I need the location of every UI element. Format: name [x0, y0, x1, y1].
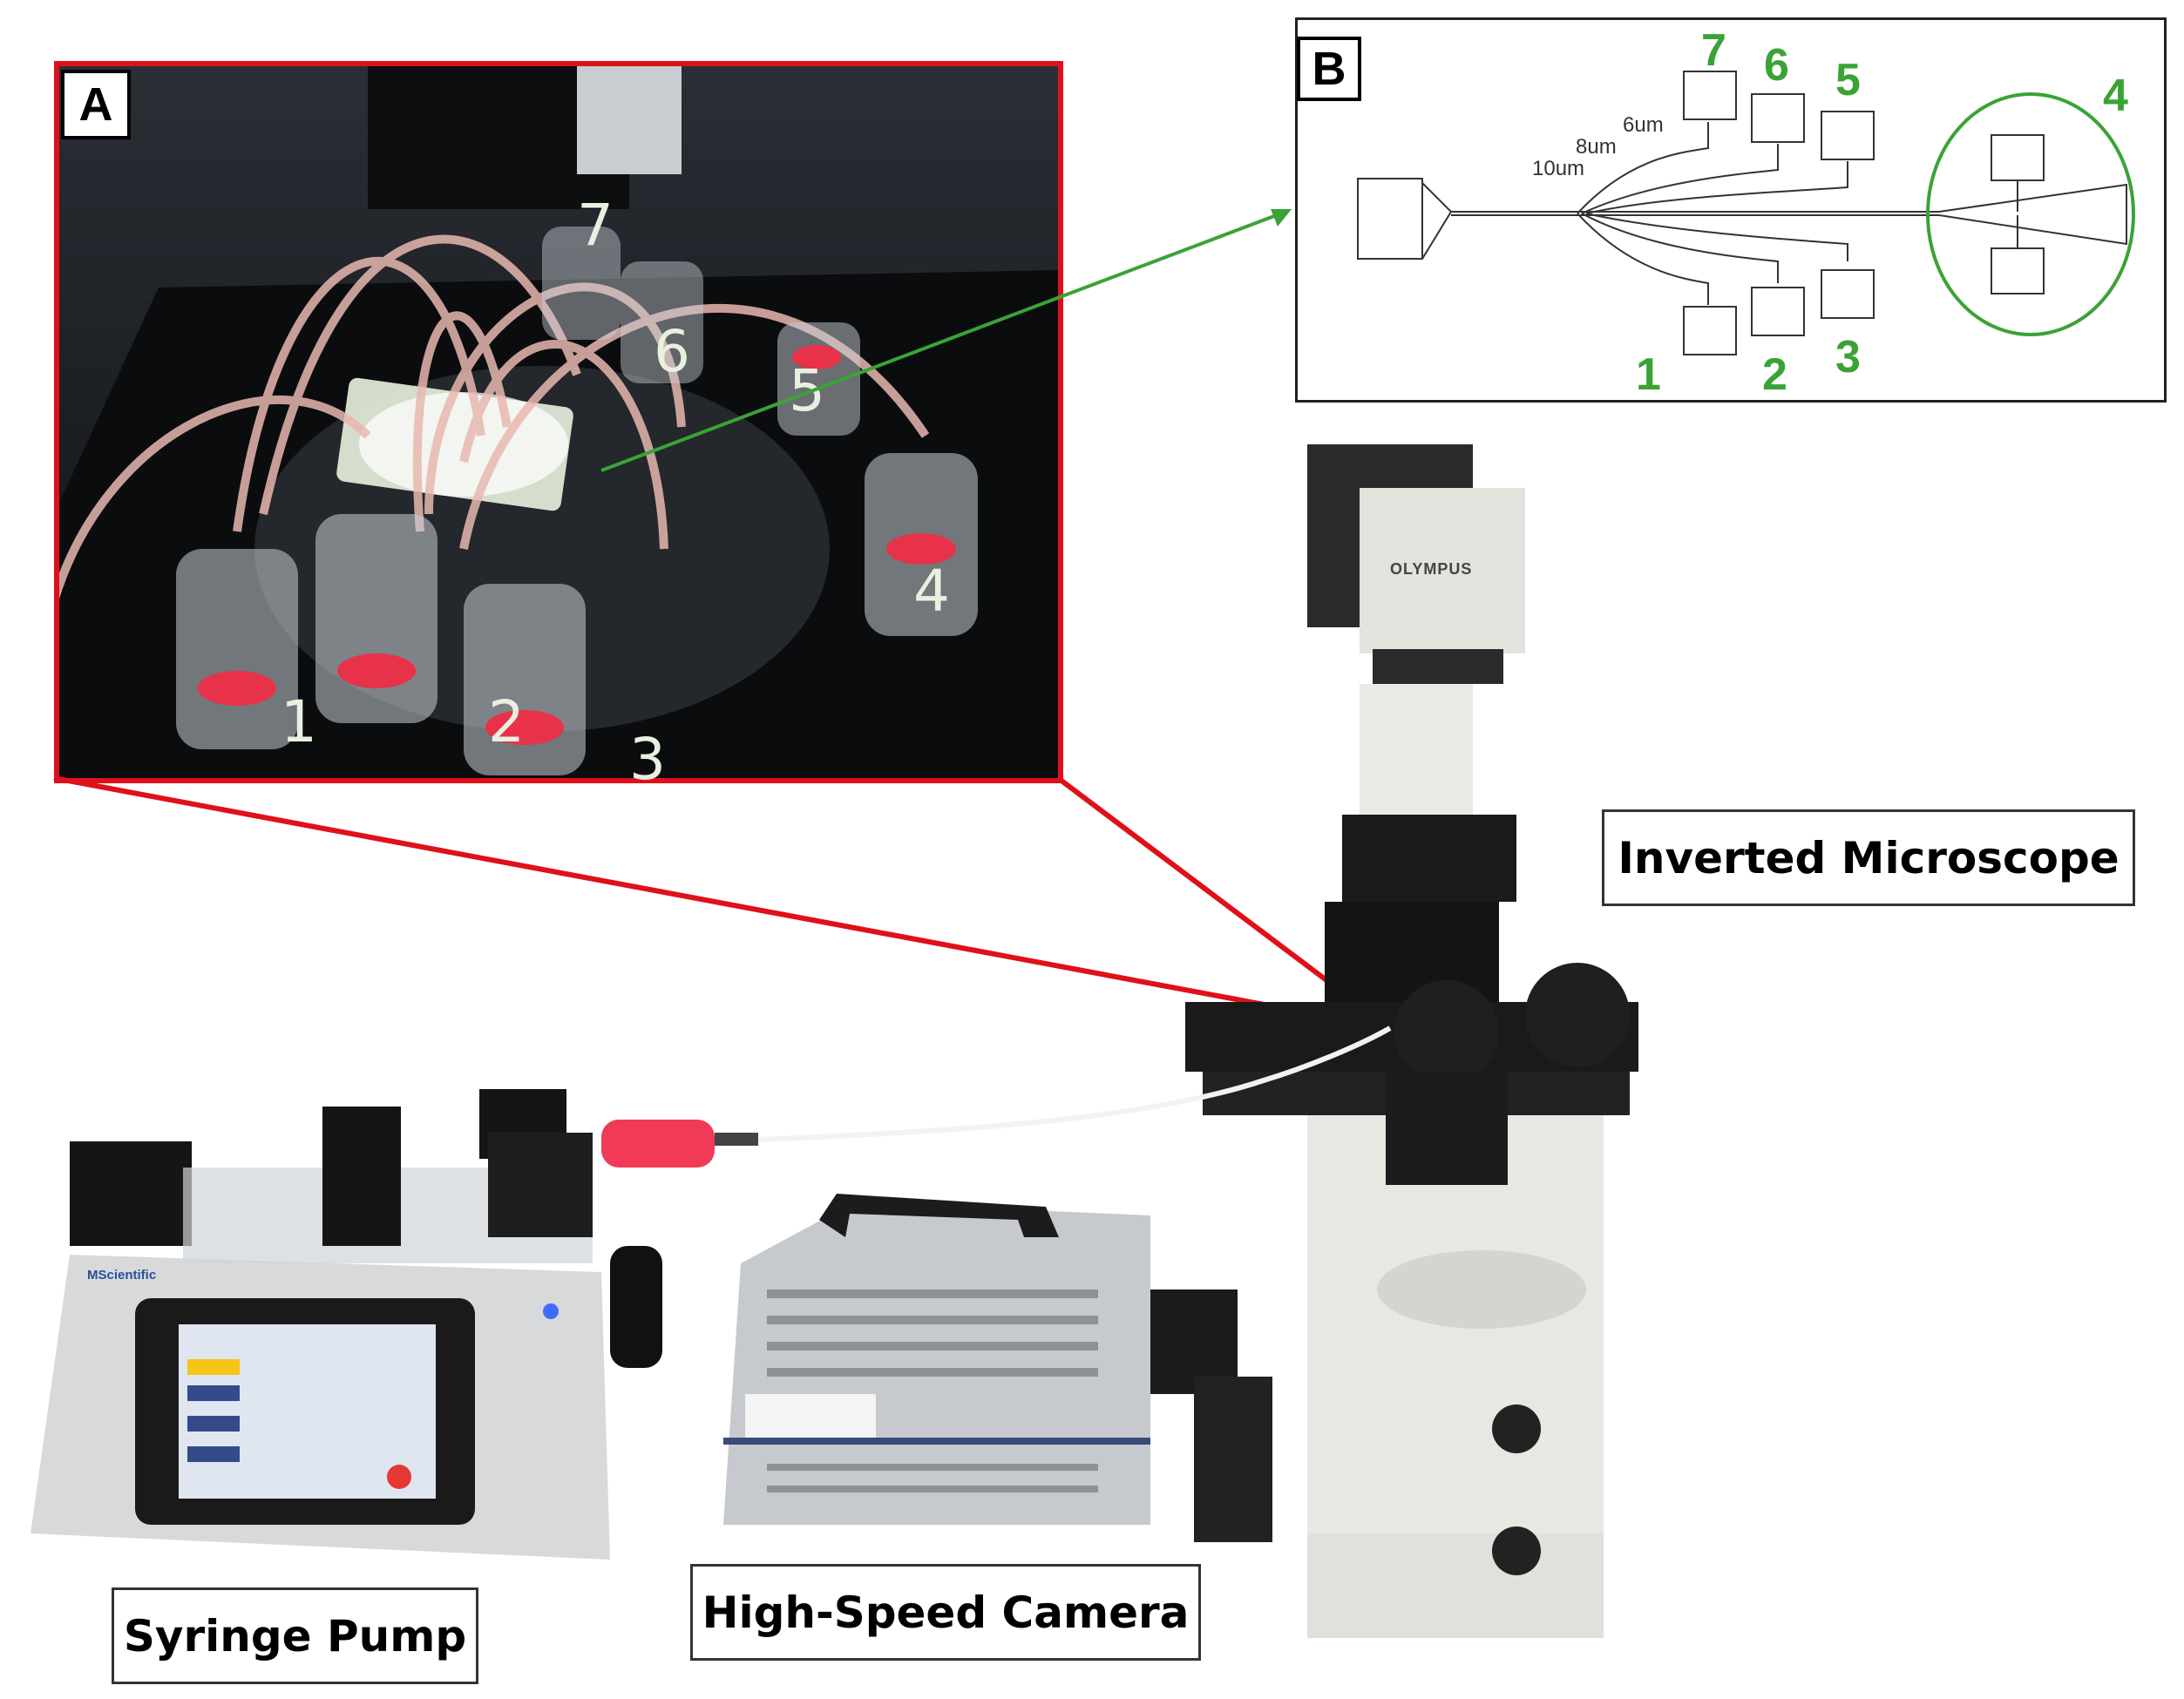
chip-to-schematic-arrow: [600, 212, 1282, 472]
syringe-tubing: [757, 1025, 1392, 1142]
panel-b-letter: B: [1297, 37, 1361, 101]
syringe-pump-shape: [31, 1089, 758, 1560]
port-label-2: 2: [1762, 349, 1787, 400]
high-speed-camera-shape: [723, 1194, 1150, 1525]
channel-width-8um: 8um: [1576, 135, 1617, 159]
high-speed-camera-label: High-Speed Camera: [690, 1564, 1201, 1661]
port-4-highlight: [1926, 92, 2135, 336]
inverted-microscope-shape: [1133, 444, 1638, 1638]
port-label-3: 3: [1835, 332, 1861, 382]
pump-brand-text: MScientific: [87, 1268, 157, 1283]
panel-a-photo: [54, 61, 1058, 778]
panel-a-letter: A: [61, 70, 131, 139]
port-label-5: 5: [1835, 55, 1861, 105]
port-label-1: 1: [1636, 349, 1661, 400]
zoom-line-left: [53, 775, 1391, 1031]
port-label-4: 4: [2103, 71, 2128, 121]
channel-width-10um: 10um: [1532, 157, 1585, 180]
vial-label-2: 2: [488, 688, 525, 755]
microscope-brand-text: OLYMPUS: [1390, 560, 1473, 578]
syringe-pump-label: Syringe Pump: [112, 1587, 478, 1684]
inverted-microscope-label: Inverted Microscope: [1602, 809, 2135, 906]
channel-width-6um: 6um: [1623, 113, 1664, 137]
panel-a-border: [54, 61, 1063, 783]
vial-label-3: 3: [629, 726, 666, 793]
port-label-7: 7: [1701, 25, 1726, 76]
vial-label-7: 7: [577, 192, 614, 259]
vial-label-4: 4: [913, 558, 950, 625]
vial-group: [176, 227, 978, 775]
microfluidic-schematic: [1357, 71, 2127, 355]
port-label-6: 6: [1764, 40, 1789, 91]
vial-label-1: 1: [281, 688, 317, 755]
vial-label-5: 5: [789, 357, 825, 424]
vial-label-6: 6: [654, 318, 690, 385]
